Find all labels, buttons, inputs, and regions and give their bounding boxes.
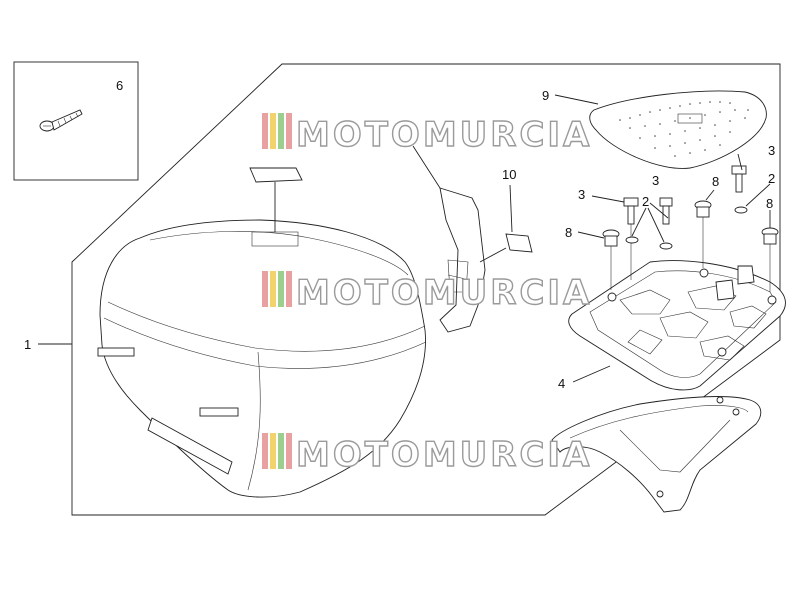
screw-a-icon [623, 197, 639, 280]
watermark-text: MOTOMURCIA [296, 435, 592, 475]
callout-bolt-b: 8 [712, 174, 719, 189]
pad-dot-pattern [619, 101, 749, 157]
callout-screw-b: 3 [652, 173, 659, 188]
base-plate [568, 260, 786, 391]
inset-screw-panel [13, 61, 139, 181]
assembly-frame [71, 63, 781, 516]
fastener-set [602, 165, 779, 292]
watermark-bottom: MOTOMURCIA [262, 433, 592, 476]
lid-sticker [249, 167, 303, 232]
luggage-rack [551, 396, 762, 513]
callout-box: 1 [24, 337, 31, 352]
bolt-a-icon [602, 229, 620, 290]
sticker-10 [479, 184, 533, 263]
callout-screw-a: 3 [578, 187, 585, 202]
leader-lines [38, 153, 771, 383]
watermark-text: MOTOMURCIA [296, 115, 592, 155]
callout-washer-right: 2 [768, 171, 775, 186]
callout-screw-inset: 6 [116, 78, 123, 93]
callout-washer-left: 2 [642, 194, 649, 209]
callout-labels: 1 6 9 10 3 3 3 8 2 2 8 8 4 [24, 78, 775, 391]
callout-pad: 9 [542, 88, 549, 103]
washer-b-icon [659, 242, 673, 250]
callout-bolt-a: 8 [565, 225, 572, 240]
callout-bolt-c: 8 [766, 196, 773, 211]
watermark-middle: MOTOMURCIA [262, 271, 592, 314]
callout-sticker: 10 [502, 167, 516, 182]
screw-icon [39, 109, 83, 132]
reflector-bracket [412, 145, 486, 333]
washer-c-icon [734, 206, 748, 214]
screw-b-icon [659, 197, 673, 225]
top-case-body [97, 219, 427, 498]
washer-a-icon [625, 236, 639, 244]
callout-screw-c: 3 [768, 143, 775, 158]
rubber-pad [554, 90, 767, 169]
screw-c-icon [731, 165, 747, 193]
bolt-b-icon [694, 200, 712, 268]
callout-plate: 4 [558, 376, 565, 391]
watermark-text: MOTOMURCIA [296, 273, 592, 313]
watermark-top: MOTOMURCIA [262, 113, 592, 156]
